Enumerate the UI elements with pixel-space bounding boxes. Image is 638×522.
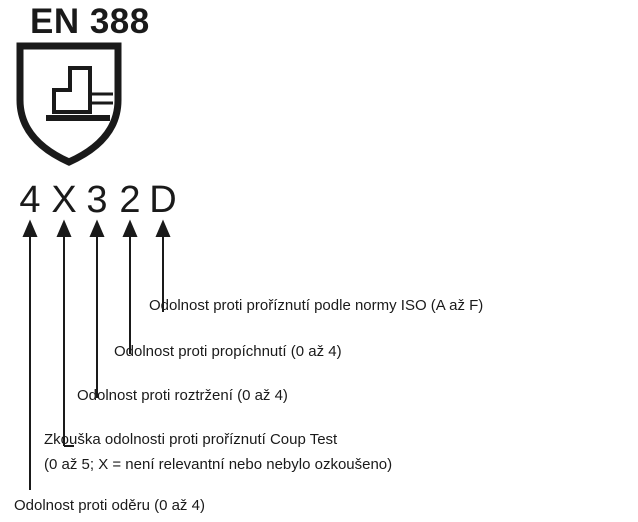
arrow-cut-iso xyxy=(155,219,171,237)
caption-puncture: Odolnost proti propíchnutí (0 až 4) xyxy=(114,343,342,360)
caption-coup-test-line1: Zkouška odolnosti proti proříznutí Coup … xyxy=(44,431,338,448)
code-puncture: 2 xyxy=(119,179,141,221)
caption-abrasion: Odolnost proti oděru (0 až 4) xyxy=(14,497,205,514)
mechanical-risk-glove-icon xyxy=(16,42,122,166)
caption-cut-iso: Odolnost proti proříznutí podle normy IS… xyxy=(149,297,484,314)
code-tear: 3 xyxy=(86,179,108,221)
caption-coup-test-line2: (0 až 5; X = není relevantní nebo nebylo… xyxy=(44,456,393,473)
caption-tear: Odolnost proti roztržení (0 až 4) xyxy=(77,387,288,404)
arrow-abrasion xyxy=(22,219,38,237)
arrow-puncture xyxy=(122,219,138,237)
standard-label: EN 388 xyxy=(30,2,150,41)
code-coup-test: X xyxy=(51,179,77,221)
code-cut-iso: D xyxy=(149,179,177,221)
code-abrasion: 4 xyxy=(19,179,41,221)
arrow-tear xyxy=(89,219,105,237)
arrow-coup-test xyxy=(56,219,72,237)
